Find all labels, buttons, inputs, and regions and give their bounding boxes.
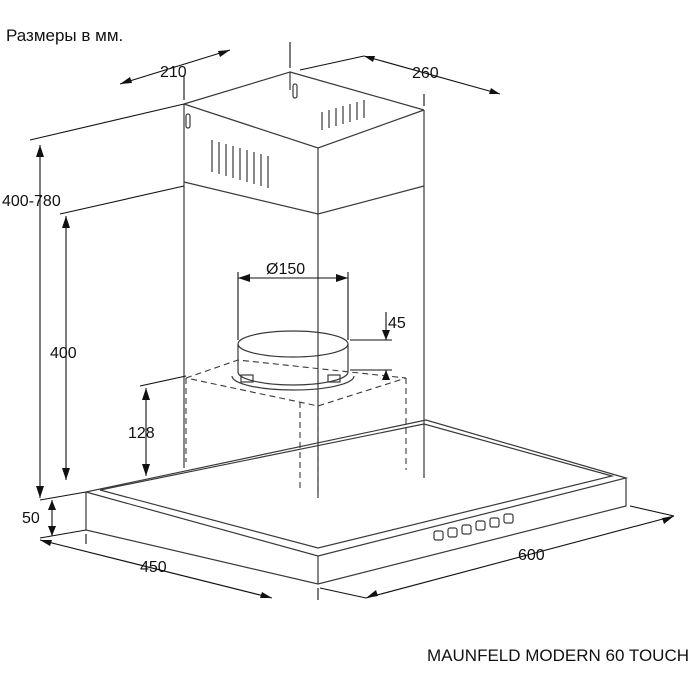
control-button[interactable] bbox=[461, 524, 472, 535]
canopy bbox=[85, 419, 629, 585]
chimney-slot bbox=[185, 113, 191, 129]
dim-label-45: 45 bbox=[388, 315, 406, 332]
model-name: MAUNFELD MODERN 60 TOUCH bbox=[427, 646, 689, 665]
vent-grille-left bbox=[211, 140, 269, 188]
dim-label-600: 600 bbox=[518, 547, 545, 564]
dim-chimney-width: 260 bbox=[299, 55, 501, 106]
dim-canopy-width: 600 bbox=[319, 505, 675, 599]
control-button[interactable] bbox=[475, 520, 486, 531]
dim-label-450: 450 bbox=[140, 559, 167, 576]
dim-label-260: 260 bbox=[412, 65, 439, 82]
dim-motor-box-height: 128 bbox=[128, 375, 187, 476]
chimney-slot bbox=[292, 83, 298, 99]
control-panel bbox=[433, 513, 514, 541]
outlet-clip bbox=[240, 374, 254, 383]
dim-canopy-depth: 450 bbox=[39, 534, 319, 600]
dim-chimney-height: 400 bbox=[50, 185, 185, 480]
vent-grille-right bbox=[321, 100, 365, 130]
control-button[interactable] bbox=[433, 530, 444, 541]
dim-label-d150: Ø150 bbox=[266, 261, 305, 278]
chimney bbox=[183, 71, 425, 498]
outlet-collar bbox=[231, 330, 355, 391]
dim-label-128: 128 bbox=[128, 425, 155, 442]
motor-box bbox=[185, 359, 407, 496]
dim-outlet-diameter: Ø150 bbox=[237, 261, 349, 340]
dim-label-400-780: 400-780 bbox=[2, 193, 61, 210]
dim-label-400: 400 bbox=[50, 345, 77, 362]
dim-total-height: 400-780 bbox=[2, 103, 185, 498]
dim-label-50: 50 bbox=[22, 510, 40, 527]
units-note: Размеры в мм. bbox=[6, 26, 124, 45]
dim-canopy-thickness: 50 bbox=[22, 491, 87, 539]
control-button[interactable] bbox=[447, 527, 458, 538]
dim-outlet-height: 45 bbox=[350, 312, 406, 380]
outlet-clip bbox=[327, 374, 341, 383]
dim-label-210: 210 bbox=[160, 64, 187, 81]
dim-chimney-depth: 210 bbox=[119, 42, 291, 100]
control-button[interactable] bbox=[489, 517, 500, 528]
control-button[interactable] bbox=[503, 513, 514, 524]
